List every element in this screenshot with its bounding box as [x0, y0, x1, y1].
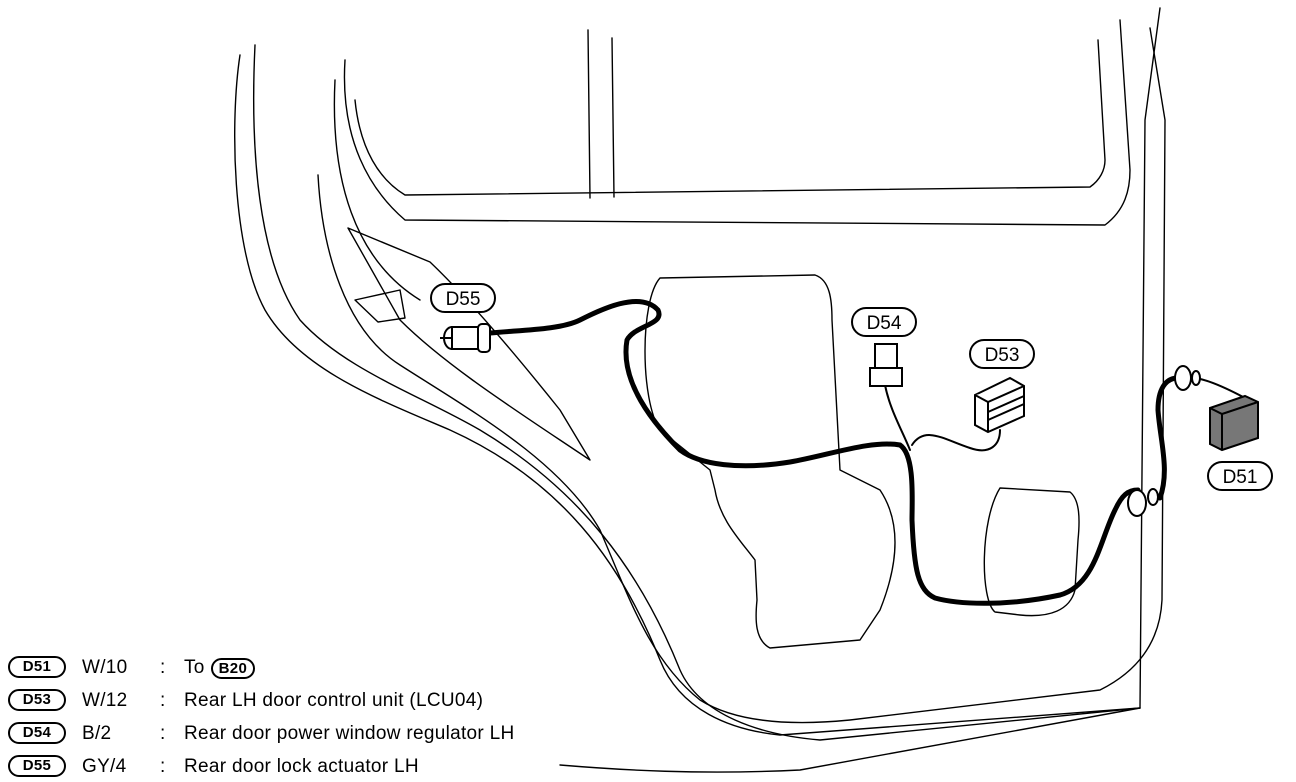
d53-control-unit [974, 376, 1025, 434]
window-frame-inner [354, 39, 1106, 196]
d51-branch [1155, 375, 1181, 501]
legend-desc: To [184, 657, 205, 678]
legend-ref: B20 [210, 658, 256, 679]
legend-desc: Rear door power window regulator LH [184, 723, 515, 744]
door-inner-panel-2 [333, 79, 421, 301]
door-bottom-edge [559, 707, 1141, 773]
legend-colon: : [160, 723, 166, 744]
d55-connector [440, 323, 491, 353]
legend-colon: : [160, 690, 166, 711]
legend-code: D55 [8, 755, 66, 777]
legend-code: D54 [8, 722, 66, 744]
legend-code: D51 [8, 656, 66, 678]
legend-code: D53 [8, 689, 66, 711]
callout-d51: D51 [1207, 461, 1273, 491]
door-inner-panel [317, 27, 1166, 724]
legend-desc: Rear LH door control unit (LCU04) [184, 690, 484, 711]
d54-branch [884, 384, 911, 451]
service-hole-large [644, 274, 896, 649]
callout-d55: D55 [430, 283, 496, 313]
legend-wire: GY/4 [82, 756, 127, 777]
grommet [1127, 488, 1159, 517]
window-divider-left [587, 29, 591, 199]
legend-row-d55: D55 GY/4 : Rear door lock actuator LH [4, 754, 624, 780]
legend-wire: W/10 [82, 657, 128, 678]
legend-desc: Rear door lock actuator LH [184, 756, 419, 777]
window-frame [343, 19, 1131, 226]
callout-d54-label: D54 [867, 313, 902, 334]
legend-colon: : [160, 756, 166, 777]
legend-row-d54: D54 B/2 : Rear door power window regulat… [4, 721, 624, 747]
callout-d54: D54 [851, 307, 917, 337]
main-harness [487, 298, 1141, 606]
d51-tail [1194, 377, 1246, 399]
legend-row-d53: D53 W/12 : Rear LH door control unit (LC… [4, 688, 624, 714]
callout-d55-label: D55 [446, 289, 481, 310]
callout-d53-label: D53 [985, 345, 1020, 366]
legend-wire: W/12 [82, 690, 128, 711]
door-outer-outline-2 [252, 44, 1141, 741]
d51-connector [1174, 365, 1259, 452]
legend-wire: B/2 [82, 723, 112, 744]
window-divider-right [611, 37, 615, 198]
lock-plate [354, 289, 406, 323]
door-outer-outline [234, 7, 1161, 736]
service-hole-small [983, 487, 1080, 617]
d54-connector [869, 343, 903, 387]
callout-d51-label: D51 [1223, 467, 1258, 488]
callout-d53: D53 [969, 339, 1035, 369]
legend-colon: : [160, 657, 166, 678]
d53-branch [911, 429, 1001, 452]
